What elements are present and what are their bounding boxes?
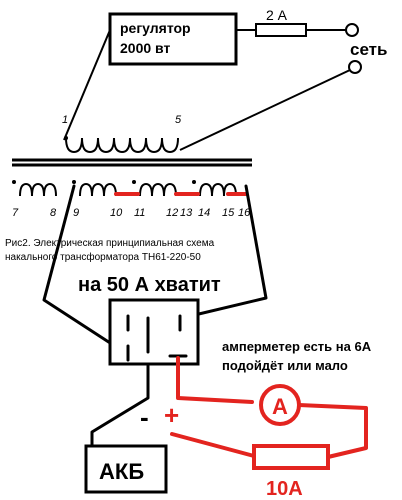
plus-label: + xyxy=(164,400,179,430)
secondary-winding-7-8 xyxy=(19,182,57,197)
ammeter-note-line2: подойдёт или мало xyxy=(222,358,348,373)
fuse-symbol xyxy=(255,23,307,37)
secondary-winding-13-14 xyxy=(199,182,237,197)
battery-label: АКБ xyxy=(99,459,144,484)
wire-battery-plus-to-shunt xyxy=(170,432,256,458)
terminal-16-label: 16 xyxy=(238,207,251,219)
terminal-5-label: 5 xyxy=(175,114,182,126)
wire-minus-to-battery xyxy=(90,364,150,448)
terminal-1-label: 1 xyxy=(62,114,68,126)
terminal-14-label: 14 xyxy=(198,207,210,219)
dot-11 xyxy=(132,180,136,184)
dot-13 xyxy=(192,180,196,184)
dot-7 xyxy=(12,180,16,184)
mains-label: сеть xyxy=(350,40,387,59)
battery-box xyxy=(84,444,168,494)
regulator-box xyxy=(108,12,238,66)
primary-dot xyxy=(64,136,68,140)
mains-terminal-bottom xyxy=(348,60,362,74)
mains-terminal-top xyxy=(345,23,359,37)
terminal-9-label: 9 xyxy=(73,207,79,219)
dot-9 xyxy=(72,180,76,184)
terminal-8-label: 8 xyxy=(50,207,57,219)
terminal-13-label: 13 xyxy=(180,207,193,219)
wire-regulator-primary xyxy=(63,29,111,141)
secondary-winding-11-12 xyxy=(139,182,177,197)
wire-plus-to-ammeter xyxy=(176,356,254,404)
terminal-10-label: 10 xyxy=(110,207,123,219)
wire-mains-primary xyxy=(179,69,351,151)
ammeter-note-line1: амперметер есть на 6А xyxy=(222,339,372,354)
caption-line1: Рис2. Электрическая принципиальная схема xyxy=(5,238,215,249)
regulator-label-line1: регулятор xyxy=(120,20,191,36)
wire-16-to-switch xyxy=(180,184,268,320)
terminal-11-label: 11 xyxy=(134,207,145,219)
primary-winding xyxy=(65,137,179,154)
shunt-resistor xyxy=(252,444,330,470)
secondary-winding-9-10 xyxy=(79,182,117,197)
terminal-15-label: 15 xyxy=(222,207,235,219)
ammeter-label: A xyxy=(272,394,288,419)
wire-ammeter-to-shunt xyxy=(297,403,368,459)
switch-block xyxy=(108,298,200,366)
terminal-7-label: 7 xyxy=(12,207,19,219)
regulator-label-line2: 2000 вт xyxy=(120,40,170,56)
enough-label: на 50 А хватит xyxy=(78,274,221,296)
terminal-12-label: 12 xyxy=(166,207,178,219)
shunt-label: 10А xyxy=(266,478,303,500)
minus-label: - xyxy=(140,402,149,432)
wire-9-to-switch xyxy=(42,184,126,354)
caption-line2: накального трансформатора ТН61-220-50 xyxy=(5,251,201,263)
fuse-label: 2 А xyxy=(266,7,288,23)
